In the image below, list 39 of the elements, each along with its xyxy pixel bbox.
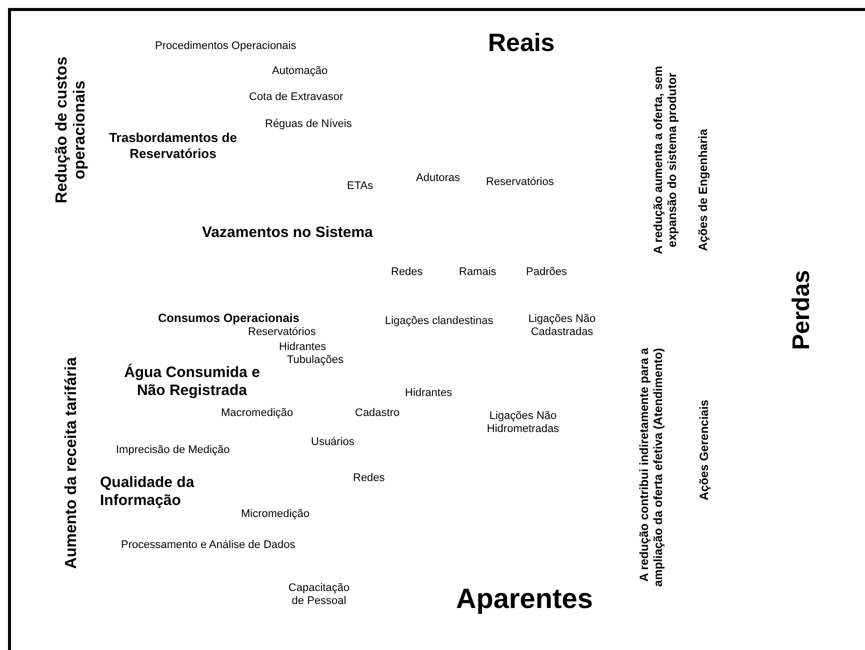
benefit-note: A redução contribui indiretamente para a ampliação da oferta efetiva (Atendimento) [638,348,666,589]
item-label: Imprecisão de Medição [116,444,230,458]
benefit-heading: Redução de custos operacionais [54,56,90,206]
item-label: Macromedição [221,407,294,420]
item-label: Hidrantes [405,387,452,400]
item-label: Réguas de Níveis [265,118,352,132]
group-heading: Consumos Operacionais [158,311,300,326]
item-label: Tubulações [287,354,344,368]
item-label: Ramais [459,266,496,280]
item-label: Capacitação de Pessoal [287,582,351,608]
item-label: Processamento e Análise de Dados [121,539,296,552]
group-heading: Vazamentos no Sistema [202,224,373,242]
benefit-heading: Aumento da receita tarifária [62,356,81,571]
item-label: Reservatórios [486,176,554,190]
item-label: Automação [272,65,328,78]
item-label: Redes [391,266,423,280]
item-label: Hidrantes [279,341,326,354]
category-heading: Aparentes [456,582,593,616]
group-heading: Água Consumida e Não Registrada [123,364,261,400]
item-label: Ligações Não Cadastradas [527,313,597,340]
action-heading: Ações Gerenciais [698,398,712,502]
item-label: Ligações Não Hidrometradas [486,410,560,436]
benefit-note: A redução aumenta a oferta, sem expansão do sistema produtor [652,64,680,256]
item-label: Usuários [311,436,354,450]
item-label: Cadastro [355,407,400,420]
item-label: Ligações clandestinas [385,315,494,328]
item-label: Procedimentos Operacionais [155,40,296,54]
main-heading: Perdas [788,268,816,352]
item-label: Reservatórios [248,326,316,340]
item-label: Redes [353,472,385,486]
item-label: Cota de Extravasor [249,91,344,104]
action-heading: Ações de Engenharia [697,128,711,254]
item-label: Padrões [526,266,567,280]
group-heading: Trasbordamentos de Reservatórios [108,130,238,162]
item-label: Micromedição [241,508,310,522]
item-label: Adutoras [416,172,460,186]
category-heading: Reais [488,28,555,58]
group-heading: Qualidade da Informação [100,474,196,510]
item-label: ETAs [347,180,374,194]
